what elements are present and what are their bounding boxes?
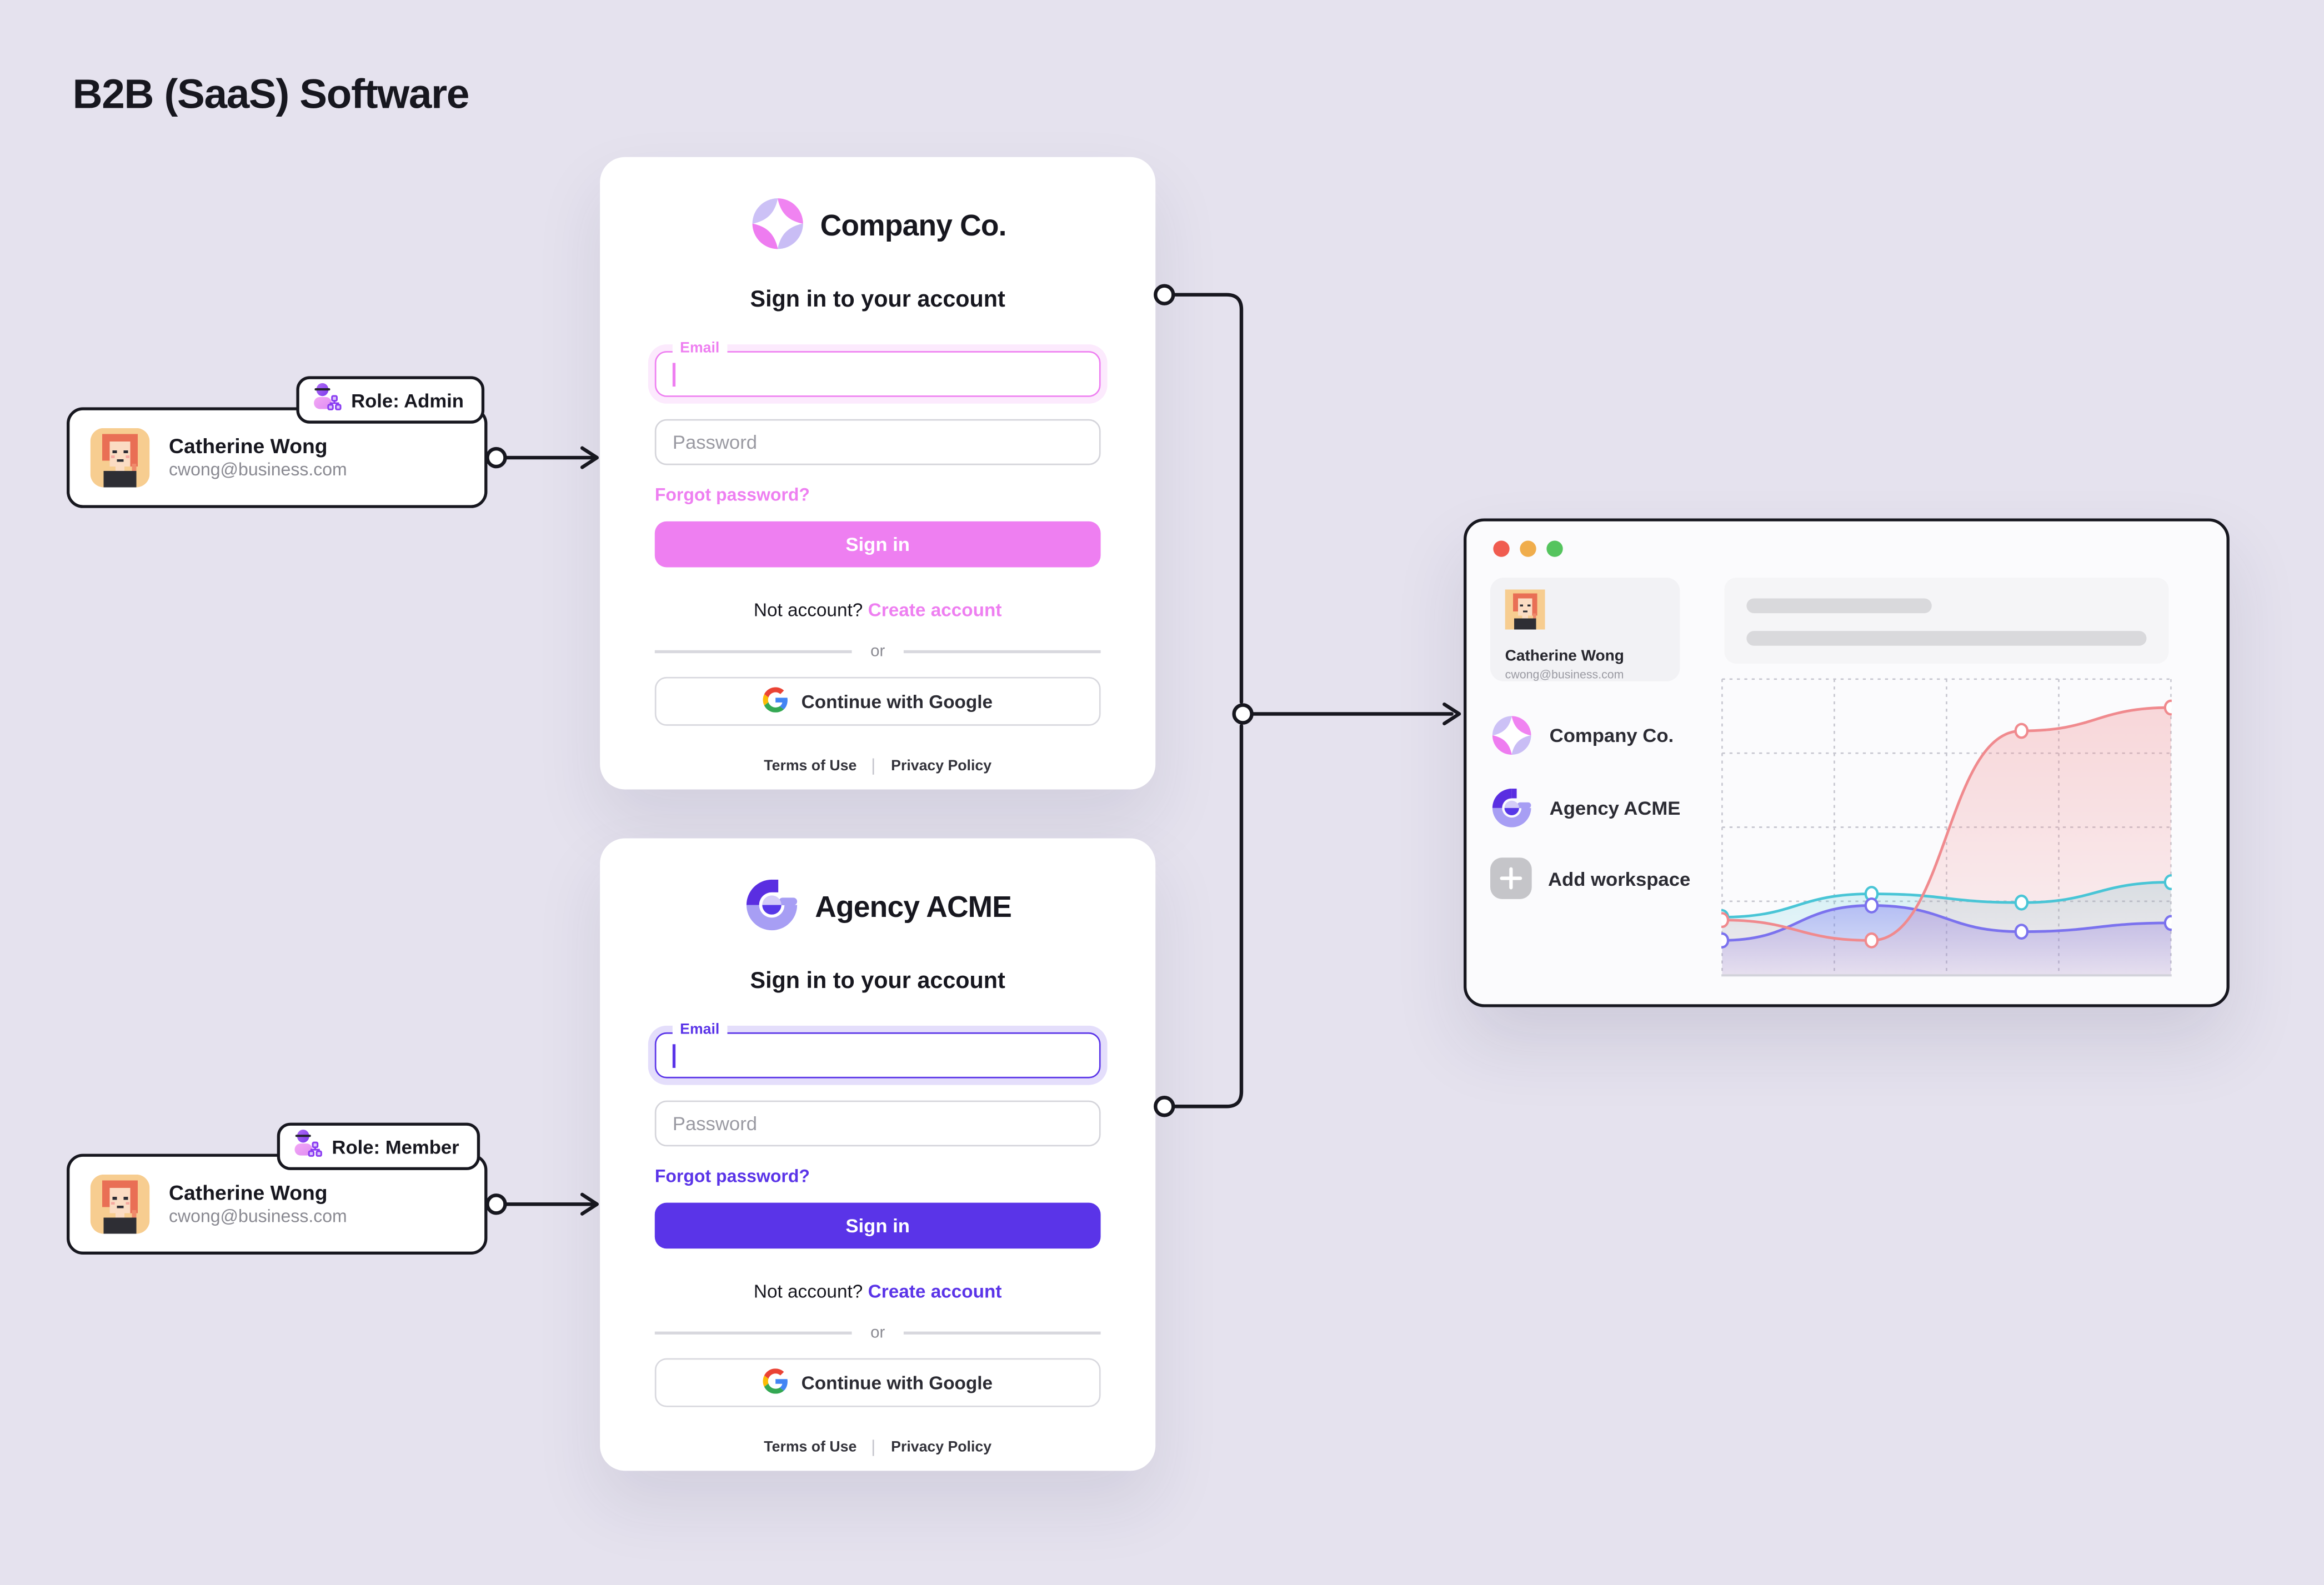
privacy-link[interactable]: Privacy Policy — [891, 758, 992, 775]
avatar — [90, 428, 150, 488]
port-circle — [485, 1193, 507, 1215]
or-divider: or — [654, 1324, 1101, 1342]
skeleton-bar — [1746, 598, 1932, 614]
workspace-label: Add workspace — [1548, 867, 1691, 890]
port-circle — [485, 447, 507, 469]
no-account-text: Not account? — [753, 600, 863, 621]
or-text: or — [870, 643, 885, 661]
brand-name: Agency ACME — [815, 891, 1012, 924]
signin-heading: Sign in to your account — [750, 969, 1005, 994]
role-badge-admin: Role: Admin — [296, 376, 485, 424]
agency-acme-logo-icon — [1490, 786, 1533, 829]
no-account-text: Not account? — [753, 1281, 863, 1302]
email-field[interactable]: Email — [654, 1022, 1101, 1079]
email-field[interactable]: Email — [654, 340, 1101, 397]
user-card-admin[interactable]: Catherine Wong cwong@business.com — [67, 407, 488, 508]
role-badge-label: Role: Admin — [351, 389, 464, 412]
password-placeholder: Password — [672, 431, 758, 454]
password-field[interactable]: Password — [654, 419, 1101, 465]
workspace-chart — [1715, 678, 2178, 977]
agency-acme-logo-icon — [744, 876, 800, 940]
page-title: B2B (SaaS) Software — [72, 71, 470, 117]
plus-icon — [1490, 857, 1532, 899]
user-name: Catherine Wong — [169, 1180, 328, 1205]
signin-card-company: Company Co. Sign in to your account Emai… — [600, 157, 1156, 790]
window-user-email: cwong@business.com — [1505, 668, 1624, 681]
window-user-name: Catherine Wong — [1505, 647, 1624, 665]
company-co-logo-icon — [1490, 714, 1533, 756]
port-circle — [1232, 703, 1254, 725]
text-caret — [672, 363, 676, 387]
email-field-label: Email — [672, 340, 727, 357]
maximize-window-icon[interactable] — [1546, 540, 1563, 557]
legal-separator — [873, 1439, 875, 1456]
sign-in-button[interactable]: Sign in — [654, 1202, 1101, 1249]
workspace-item-acme[interactable]: Agency ACME — [1490, 786, 1680, 829]
workspace-label: Company Co. — [1549, 724, 1674, 747]
content-skeleton — [1724, 578, 2169, 664]
workspace-window: Catherine Wong cwong@business.com Compan… — [1463, 518, 2230, 1007]
window-traffic-lights — [1493, 540, 1563, 557]
person-org-chart-icon — [292, 1128, 323, 1164]
google-g-icon — [763, 1367, 788, 1397]
terms-link[interactable]: Terms of Use — [764, 758, 857, 775]
avatar — [1505, 589, 1545, 635]
workspace-item-company[interactable]: Company Co. — [1490, 714, 1674, 756]
signin-heading: Sign in to your account — [750, 287, 1005, 313]
company-co-logo-icon — [749, 195, 805, 259]
user-email: cwong@business.com — [169, 459, 347, 480]
privacy-link[interactable]: Privacy Policy — [891, 1439, 992, 1456]
signin-card-acme: Agency ACME Sign in to your account Emai… — [600, 838, 1156, 1471]
port-circle — [1154, 1096, 1175, 1117]
forgot-password-link[interactable]: Forgot password? — [654, 484, 810, 505]
password-field[interactable]: Password — [654, 1100, 1101, 1147]
avatar — [90, 1174, 150, 1234]
create-account-link[interactable]: Create account — [868, 1281, 1002, 1302]
continue-with-google-button[interactable]: Continue with Google — [654, 676, 1101, 726]
continue-with-google-button[interactable]: Continue with Google — [654, 1358, 1101, 1407]
no-account-row: Not account? Create account — [655, 1281, 1101, 1302]
user-email: cwong@business.com — [169, 1206, 347, 1227]
password-placeholder: Password — [672, 1112, 758, 1135]
brand-name: Company Co. — [820, 209, 1007, 243]
text-caret — [672, 1044, 676, 1068]
or-divider: or — [654, 643, 1101, 661]
add-workspace-button[interactable]: Add workspace — [1490, 857, 1690, 899]
user-card-member[interactable]: Catherine Wong cwong@business.com — [67, 1153, 488, 1255]
sign-in-button[interactable]: Sign in — [654, 521, 1101, 568]
google-button-label: Continue with Google — [801, 1372, 993, 1393]
google-g-icon — [763, 686, 788, 716]
forgot-password-link[interactable]: Forgot password? — [654, 1165, 810, 1187]
email-field-label: Email — [672, 1022, 727, 1039]
google-button-label: Continue with Google — [801, 691, 993, 712]
close-window-icon[interactable] — [1493, 540, 1510, 557]
legal-row: Terms of Use Privacy Policy — [655, 758, 1101, 775]
person-org-chart-icon — [311, 382, 342, 418]
role-badge-label: Role: Member — [332, 1135, 459, 1158]
minimize-window-icon[interactable] — [1520, 540, 1536, 557]
user-name: Catherine Wong — [169, 434, 328, 458]
port-circle — [1154, 284, 1175, 305]
workspace-label: Agency ACME — [1549, 796, 1681, 819]
skeleton-bar — [1746, 631, 2147, 646]
role-badge-member: Role: Member — [277, 1122, 480, 1170]
or-text: or — [870, 1324, 885, 1342]
no-account-row: Not account? Create account — [655, 600, 1101, 620]
terms-link[interactable]: Terms of Use — [764, 1439, 857, 1456]
create-account-link[interactable]: Create account — [868, 600, 1002, 621]
legal-separator — [873, 758, 875, 775]
legal-row: Terms of Use Privacy Policy — [655, 1439, 1101, 1456]
window-user-panel: Catherine Wong cwong@business.com — [1490, 578, 1680, 681]
